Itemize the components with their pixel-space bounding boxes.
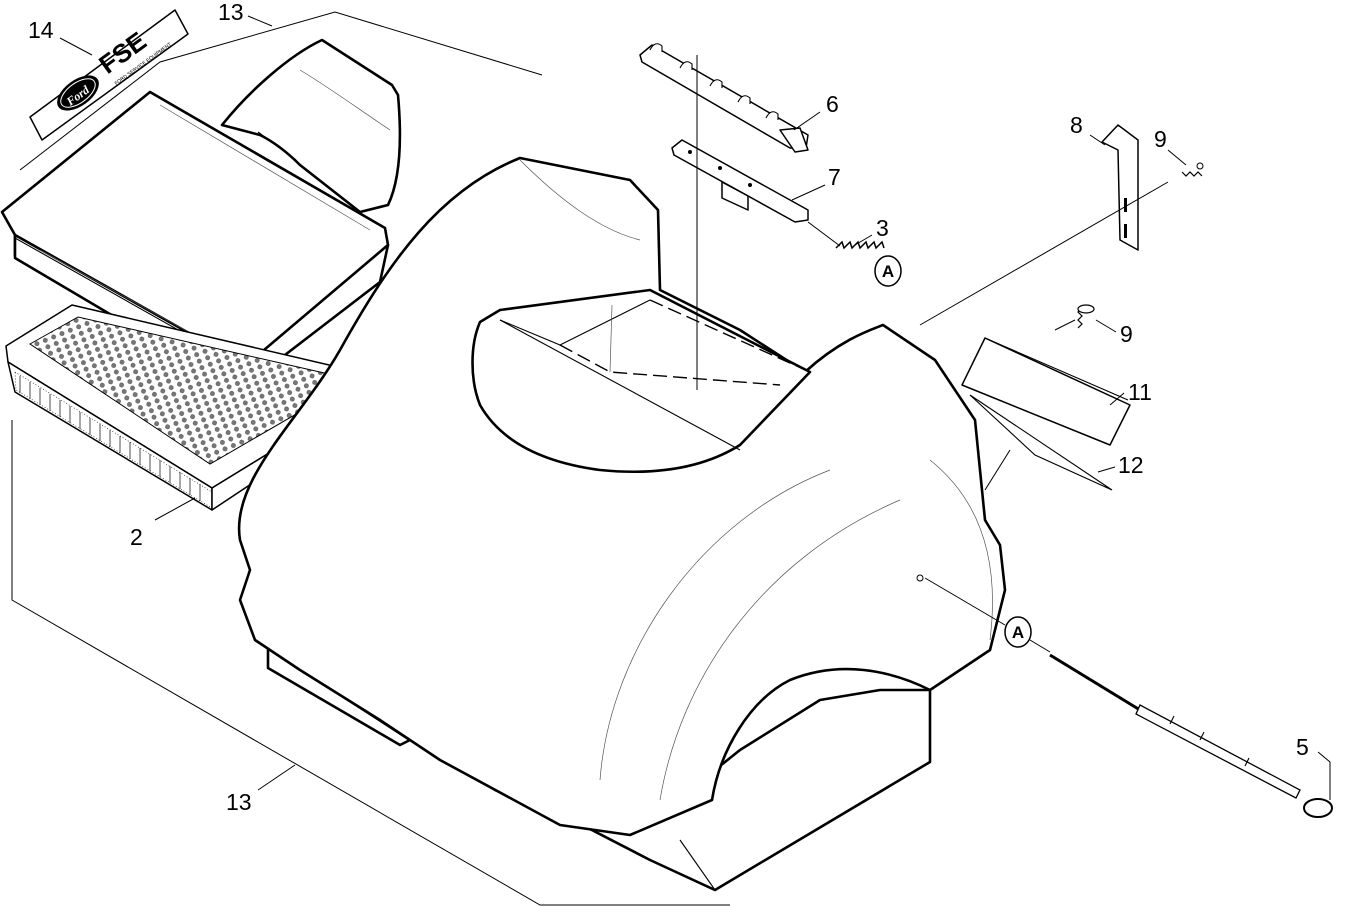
callout-8: 8 [1070, 112, 1083, 138]
ref-letter-lower: A [1012, 623, 1024, 642]
assembly-frame-lines [11, 11, 730, 906]
callout-9-top: 9 [1154, 126, 1167, 152]
ref-marker-lower: A [1004, 616, 1032, 648]
ref-marker-upper: A [874, 255, 902, 287]
callout-11: 11 [1128, 379, 1152, 405]
mounting-plate [1101, 124, 1139, 251]
callout-14: 14 [28, 17, 54, 43]
callout-9-mid: 9 [1120, 321, 1133, 347]
callout-3: 3 [876, 215, 889, 241]
hinge-bracket-upper [639, 43, 809, 153]
rear-cover-upper [220, 38, 402, 214]
callout-labels: 14 13 2 13 6 7 3 8 9 9 11 12 5 [28, 0, 1309, 815]
rod-assembly [1049, 653, 1333, 818]
spring [807, 221, 885, 250]
fse-decal: Ford FSE FORD SERVICE EQUIPMENT [29, 9, 189, 141]
callout-13-bottom: 13 [226, 789, 252, 815]
leader-lines [59, 15, 1331, 800]
callout-6: 6 [826, 91, 839, 117]
callout-5: 5 [1296, 734, 1309, 760]
screw-mid [1077, 304, 1095, 329]
angle-trim [961, 337, 1131, 446]
callout-2: 2 [130, 524, 143, 550]
seal-strip [969, 394, 1113, 491]
screw-upper [1181, 162, 1204, 177]
latch-bracket [671, 139, 809, 223]
callout-7: 7 [828, 164, 841, 190]
callout-12: 12 [1118, 452, 1144, 478]
main-housing [237, 156, 1007, 892]
callout-13-top: 13 [218, 0, 244, 25]
ref-letter-upper: A [882, 262, 894, 281]
